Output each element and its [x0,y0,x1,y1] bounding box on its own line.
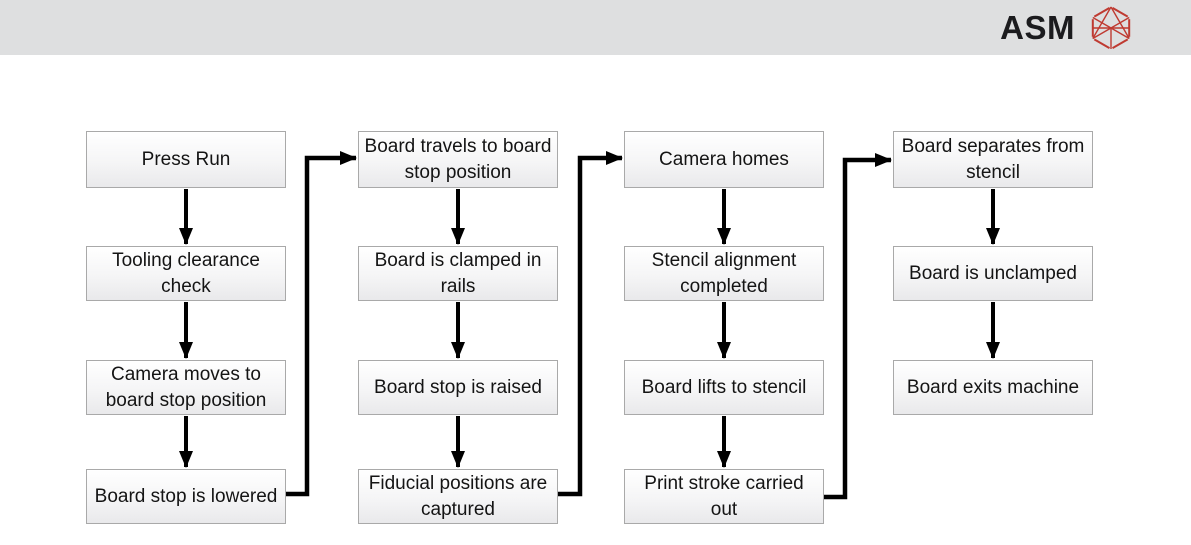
flow-step-board-unclamped: Board is unclamped [893,246,1093,301]
flow-step-press-run: Press Run [86,131,286,188]
flow-step-board-separates-from-stencil: Board separates from stencil [893,131,1093,188]
elbow-connector-col1-col2 [286,151,357,497]
flow-step-fiducial-positions-captured: Fiducial positions are captured [358,469,558,524]
header-bar: ASM [0,0,1191,55]
elbow-connector-col3-col4 [824,153,892,500]
elbow-connector-col2-col3 [558,151,623,497]
flow-step-board-stop-lowered: Board stop is lowered [86,469,286,524]
flow-step-camera-moves-to-board-stop: Camera moves to board stop position [86,360,286,415]
flow-step-board-exits-machine: Board exits machine [893,360,1093,415]
flow-step-board-travels-to-board-stop: Board travels to board stop position [358,131,558,188]
flow-step-print-stroke-carried-out: Print stroke carried out [624,469,824,524]
asm-hexagon-logo-icon [1091,6,1131,49]
flow-step-stencil-alignment-completed: Stencil alignment completed [624,246,824,301]
brand-text: ASM [1000,9,1075,46]
flow-step-board-lifts-to-stencil: Board lifts to stencil [624,360,824,415]
flow-step-tooling-clearance-check: Tooling clearance check [86,246,286,301]
brand: ASM [1000,0,1134,55]
flow-step-camera-homes: Camera homes [624,131,824,188]
flow-step-board-stop-raised: Board stop is raised [358,360,558,415]
flow-step-board-clamped-in-rails: Board is clamped in rails [358,246,558,301]
